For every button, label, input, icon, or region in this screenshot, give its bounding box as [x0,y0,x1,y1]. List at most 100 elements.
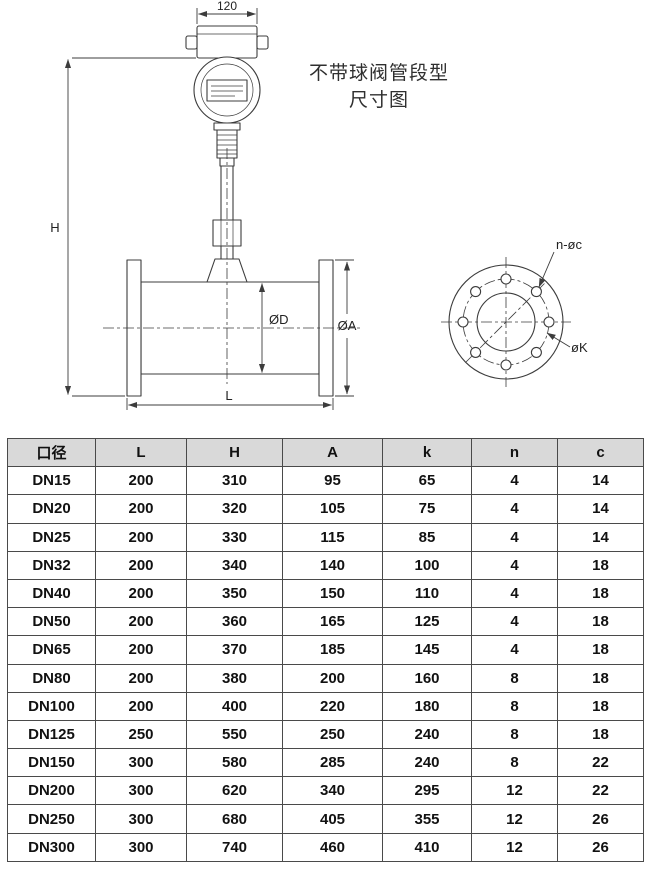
dimension-value-cell: 200 [95,607,187,637]
dimension-value-cell: 26 [557,832,644,862]
dimension-value-cell: 400 [186,691,283,721]
dimension-value-cell: 145 [382,635,472,665]
column-header: A [282,437,383,468]
dimension-value-cell: 115 [282,522,383,552]
dimension-value-cell: 22 [557,748,644,778]
nominal-diameter-cell: DN40 [7,578,96,609]
nominal-diameter-cell: DN25 [7,522,96,552]
dimension-value-cell: 150 [282,578,383,609]
dimension-value-cell: 12 [471,776,558,806]
column-header: k [382,437,472,468]
dimension-value-cell: 26 [557,804,644,834]
dimension-value-cell: 85 [382,522,472,552]
nominal-diameter-cell: DN100 [7,691,96,721]
dimension-value-cell: 340 [282,776,383,806]
stem-assembly [206,165,248,283]
dimension-value-cell: 18 [557,578,644,609]
column-header: n [471,437,558,468]
dimension-value-cell: 185 [282,635,383,665]
nominal-diameter-cell: DN125 [7,719,96,750]
dimension-value-cell: 405 [282,804,383,834]
dimension-value-cell: 125 [382,607,472,637]
dimension-value-cell: 360 [186,607,283,637]
dimension-value-cell: 300 [95,804,187,834]
dim-label-d: ØD [269,312,289,327]
dimension-value-cell: 65 [382,466,472,496]
dimension-value-cell: 95 [282,466,383,496]
drawing-title-line-1: 不带球阀管段型 [308,63,449,84]
dimension-value-cell: 160 [382,663,472,693]
dimension-value-cell: 14 [557,494,644,524]
label-n-oc: n-øc [556,237,583,252]
nominal-diameter-cell: DN65 [7,635,96,665]
dimension-value-cell: 4 [471,550,558,580]
dim-label-120: 120 [217,0,237,13]
dimension-value-cell: 14 [557,466,644,496]
dimension-value-cell: 250 [95,719,187,750]
dimension-value-cell: 220 [282,691,383,721]
dimension-value-cell: 200 [95,691,187,721]
dimension-value-cell: 4 [471,607,558,637]
nominal-diameter-cell: DN300 [7,832,96,862]
column-header: L [95,437,187,468]
dimension-value-cell: 350 [186,578,283,609]
dimension-value-cell: 300 [95,776,187,806]
dimension-value-cell: 200 [95,466,187,496]
dimension-value-cell: 295 [382,776,472,806]
dimension-value-cell: 740 [186,832,283,862]
dimension-value-cell: 340 [186,550,283,580]
dim-label-l: L [225,388,232,403]
flowmeter-side-view: 120 H L ØD [50,0,362,410]
dimension-value-cell: 200 [95,578,187,609]
technical-drawing: 120 H L ØD [50,0,588,410]
neck-connector [213,122,241,167]
nominal-diameter-cell: DN32 [7,550,96,580]
dimension-value-cell: 300 [95,832,187,862]
dimension-value-cell: 410 [382,832,472,862]
dimension-length: L [126,388,334,410]
dim-label-a: ØA [338,318,357,333]
dimension-value-cell: 8 [471,748,558,778]
dimension-value-cell: 75 [382,494,472,524]
dimension-value-cell: 4 [471,466,558,496]
dimension-value-cell: 4 [471,578,558,609]
dimension-value-cell: 310 [186,466,283,496]
dimension-value-cell: 380 [186,663,283,693]
dimension-value-cell: 330 [186,522,283,552]
dimension-bore: ØD [258,283,289,373]
dimension-value-cell: 22 [557,776,644,806]
column-header: H [186,437,283,468]
dimension-value-cell: 100 [382,550,472,580]
dimension-value-cell: 620 [186,776,283,806]
flowmeter-drawing-svg: 120 H L ØD [50,0,588,410]
dimension-value-cell: 580 [186,748,283,778]
dimension-value-cell: 8 [471,663,558,693]
dimension-value-cell: 180 [382,691,472,721]
dimension-top-width: 120 [196,0,258,24]
dimension-value-cell: 12 [471,804,558,834]
dimension-value-cell: 18 [557,691,644,721]
nominal-diameter-cell: DN20 [7,494,96,524]
dimension-value-cell: 200 [95,635,187,665]
dimension-value-cell: 320 [186,494,283,524]
bolt-hole-callout: n-øc [538,237,583,288]
dimension-value-cell: 18 [557,719,644,750]
column-header: 口径 [7,437,96,468]
dimension-value-cell: 4 [471,522,558,552]
dimension-value-cell: 460 [282,832,383,862]
dimension-value-cell: 8 [471,691,558,721]
dimension-value-cell: 240 [382,748,472,778]
dimension-value-cell: 14 [557,522,644,552]
dimension-value-cell: 4 [471,635,558,665]
nominal-diameter-cell: DN80 [7,663,96,693]
